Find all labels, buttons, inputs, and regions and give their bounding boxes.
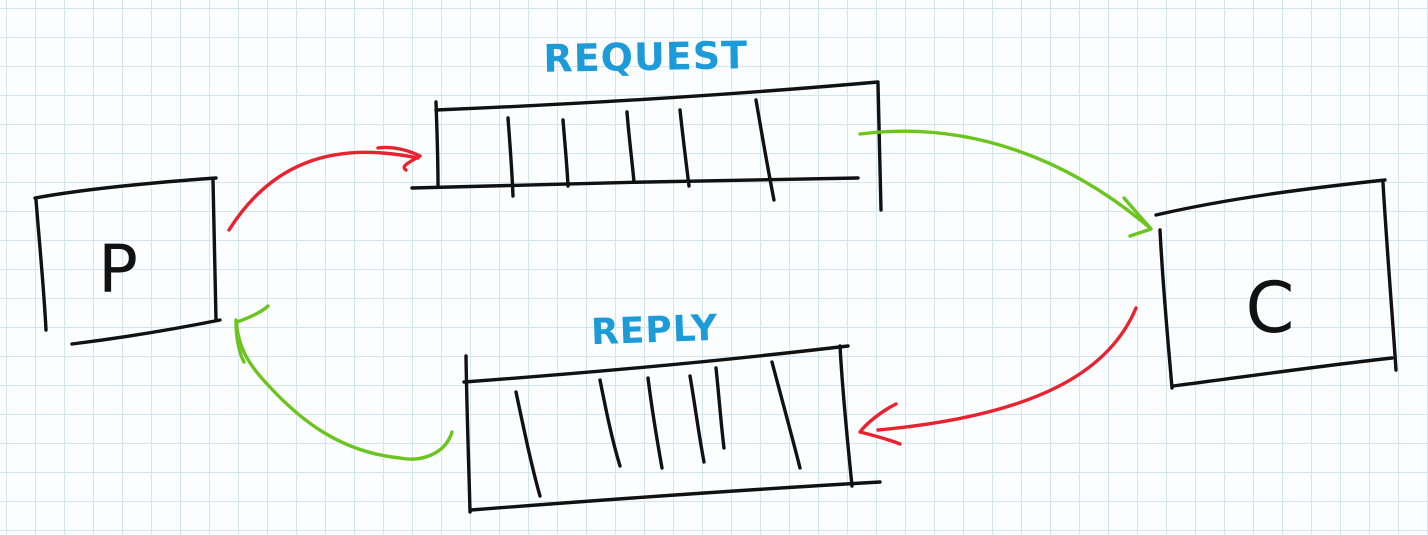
queue-slot (514, 390, 542, 498)
queue-slot (714, 366, 726, 450)
queue-slot (678, 108, 691, 188)
consumer-node: C (1154, 178, 1398, 390)
queue-slot (506, 116, 515, 198)
queue-slot (754, 98, 776, 202)
producer-label: P (98, 231, 138, 308)
queue-slot (770, 360, 802, 470)
queue-slot (646, 376, 664, 470)
queue-slot (598, 378, 622, 468)
request-send-arrow (227, 145, 422, 232)
reply-deliver-arrow (234, 304, 454, 461)
producer-node: P (33, 176, 222, 346)
queue-slot (688, 374, 706, 464)
queue-slot (625, 110, 636, 184)
reply-queue: REPLY (462, 308, 882, 514)
reply-queue-slots (514, 360, 802, 498)
consumer-label: C (1246, 267, 1295, 349)
reply-send-arrow (858, 306, 1138, 446)
reply-queue-label: REPLY (590, 308, 718, 353)
request-deliver-arrow (858, 129, 1153, 238)
request-queue: REQUEST (410, 33, 883, 212)
request-queue-label: REQUEST (543, 33, 748, 81)
request-queue-slots (506, 98, 776, 202)
queue-slot (561, 118, 570, 188)
